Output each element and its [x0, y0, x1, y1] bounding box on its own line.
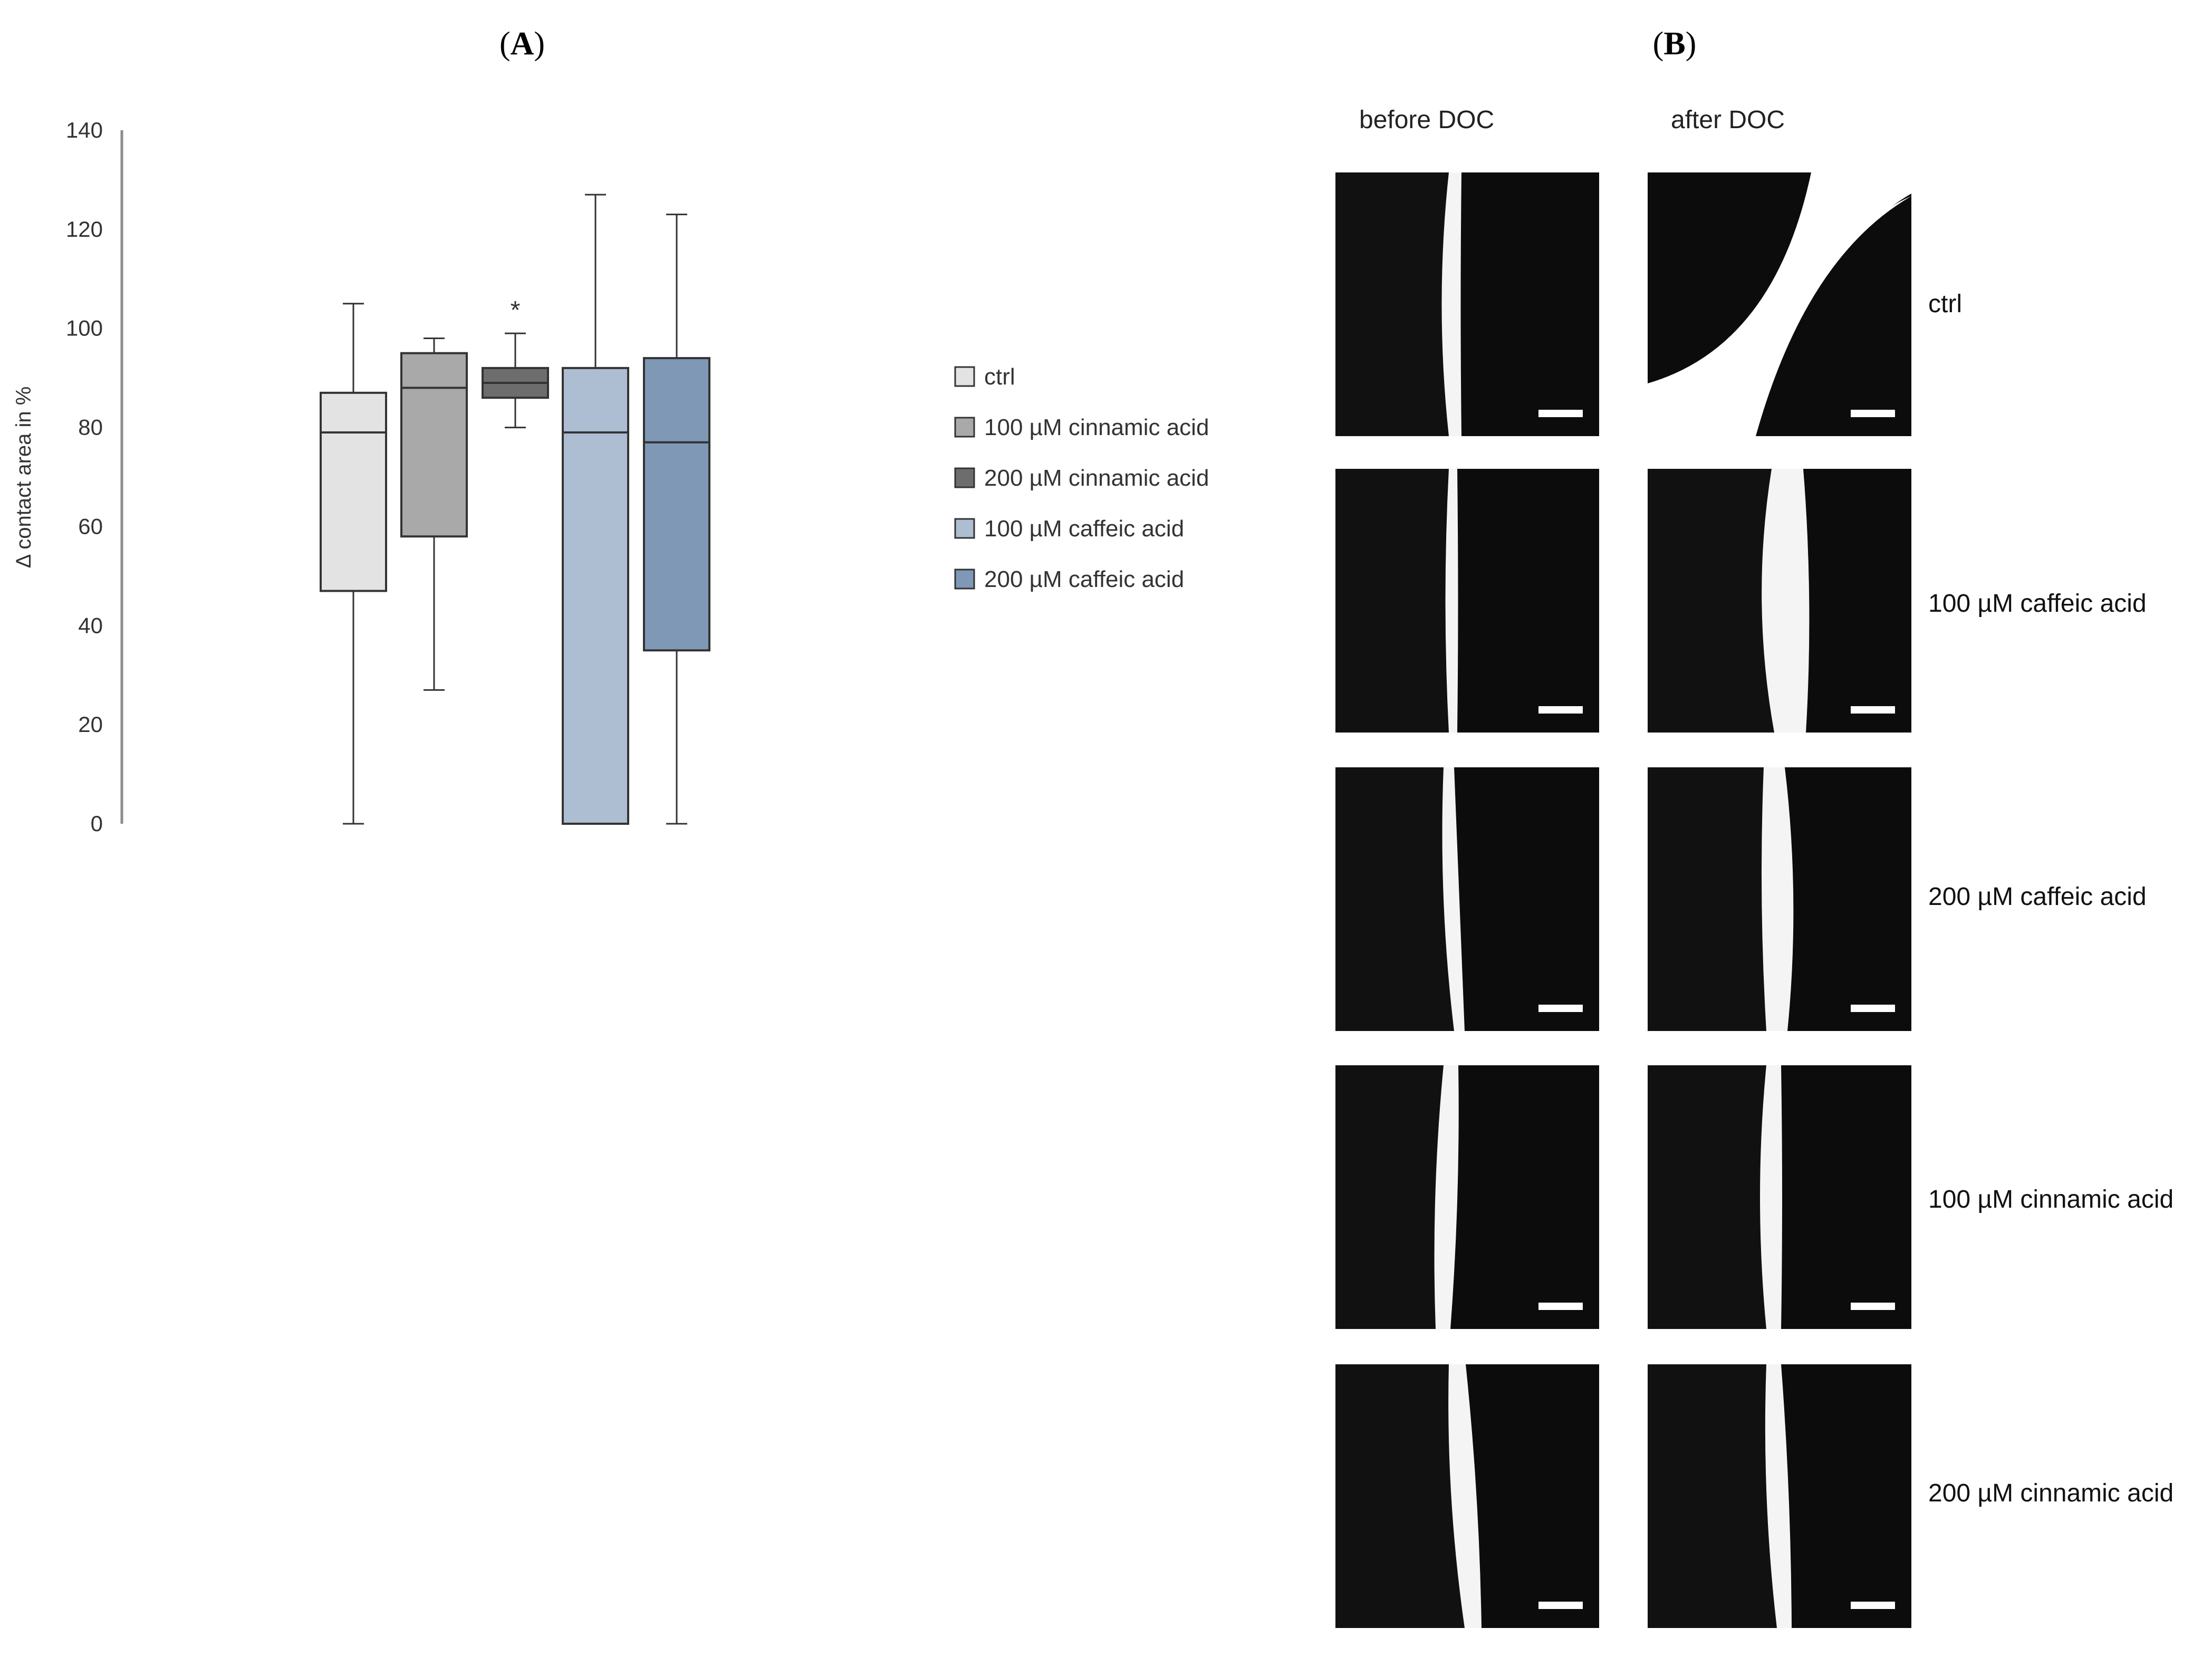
cell-contact-gap [1445, 469, 1458, 733]
panel-b-label: (B) [1653, 26, 1697, 62]
iqr-box [643, 357, 710, 652]
y-tick-label: 60 [78, 514, 103, 538]
cell-contact-gap [1762, 767, 1794, 1031]
micrograph-tile [1648, 1065, 1911, 1329]
cell-left [1648, 1364, 1777, 1628]
scale-bar [1538, 1602, 1583, 1609]
cell-left [1648, 767, 1766, 1031]
cell-left [1335, 1065, 1444, 1329]
micrograph-tile [1335, 1364, 1599, 1628]
cell-contact-gap [1441, 172, 1461, 436]
y-axis-label: Δ contact area in % [12, 387, 35, 569]
legend-entry: 100 µM cinnamic acid [954, 415, 1209, 440]
legend-entry: 200 µM caffeic acid [954, 566, 1184, 592]
y-tick-label: 100 [66, 316, 103, 341]
box-3: * [482, 296, 549, 429]
legend-swatch [954, 518, 975, 539]
cell-contact-gap [1765, 1364, 1792, 1628]
row-label: 200 µM cinnamic acid [1928, 1479, 2173, 1507]
legend-label: 100 µM caffeic acid [984, 516, 1184, 542]
scale-bar [1538, 410, 1583, 417]
legend-swatch [954, 569, 975, 590]
legend-swatch [954, 366, 975, 387]
box-4 [562, 194, 629, 825]
iqr-box [400, 352, 468, 538]
scale-bar [1851, 1005, 1895, 1012]
cell-left [1648, 469, 1774, 733]
row-label: 200 µM caffeic acid [1928, 883, 2147, 911]
legend-entry: 200 µM cinnamic acid [954, 465, 1209, 491]
cell-left [1648, 1065, 1766, 1329]
legend-entry: ctrl [954, 364, 1015, 390]
cell-contact-gap [1434, 1065, 1459, 1329]
cell-gap-upper [1648, 172, 1911, 436]
micrograph-tile [1335, 1065, 1599, 1329]
boxes: * [320, 194, 710, 825]
cell-left [1335, 469, 1449, 733]
column-header-before: before DOC [1359, 106, 1494, 134]
micrograph-tile [1648, 172, 1911, 436]
panel-a-label: (A) [499, 26, 545, 62]
cell-contact-gap [1760, 1065, 1782, 1329]
scale-bar [1851, 410, 1895, 417]
scale-bar [1538, 1005, 1583, 1012]
row-label: 100 µM cinnamic acid [1928, 1186, 2173, 1213]
legend-label: 100 µM cinnamic acid [984, 415, 1209, 440]
micrograph-tile [1648, 767, 1911, 1031]
y-tick-label: 20 [78, 712, 103, 737]
cell-right-body [1756, 196, 1911, 436]
scale-bar [1851, 1602, 1895, 1609]
legend-label: 200 µM cinnamic acid [984, 465, 1209, 491]
y-tick-label: 140 [66, 118, 103, 142]
legend-swatch [954, 417, 975, 438]
significance-marker: * [511, 296, 521, 324]
box-5 [643, 214, 710, 825]
legend: ctrl 100 µM cinnamic acid 200 µM cinnamic … [954, 364, 1209, 592]
micrograph-tile [1335, 172, 1599, 436]
micrograph-tile [1335, 767, 1599, 1031]
box-plot: 0 20 40 60 80 100 120 140 Δ contact area in % * [12, 118, 710, 836]
y-tick-label: 0 [91, 811, 103, 836]
cell-left [1335, 172, 1449, 436]
cell-contact-gap [1442, 767, 1465, 1031]
legend-entry: 100 µM caffeic acid [954, 516, 1184, 542]
cell-left [1335, 1364, 1465, 1628]
micrograph-tile [1335, 469, 1599, 733]
box-2 [400, 338, 468, 691]
cell-left [1335, 767, 1454, 1031]
y-tick-label: 120 [66, 217, 103, 242]
iqr-box [562, 367, 629, 825]
legend-label: 200 µM caffeic acid [984, 566, 1184, 592]
scale-bar [1538, 1303, 1583, 1310]
micrograph-grid: before DOC after DOC ctrl 100 µM caffeic … [1335, 106, 2173, 1628]
y-tick-label: 40 [78, 613, 103, 638]
column-header-after: after DOC [1671, 106, 1785, 134]
cell-contact-gap [1762, 469, 1810, 733]
scale-bar [1538, 706, 1583, 714]
box-1 [320, 303, 387, 825]
legend-label: ctrl [984, 364, 1015, 390]
cell-left-body [1648, 172, 1809, 381]
scale-bar [1851, 706, 1895, 714]
row-label: 100 µM caffeic acid [1928, 590, 2147, 618]
micrograph-tile [1648, 1364, 1911, 1628]
scale-bar [1851, 1303, 1895, 1310]
y-tick-label: 80 [78, 415, 103, 440]
micrograph-tile [1648, 469, 1911, 733]
row-label: ctrl [1928, 290, 1962, 318]
legend-swatch [954, 467, 975, 488]
y-tick-labels: 0 20 40 60 80 100 120 140 [66, 118, 103, 836]
cell-contact-gap [1448, 1364, 1482, 1628]
iqr-box [320, 391, 387, 592]
